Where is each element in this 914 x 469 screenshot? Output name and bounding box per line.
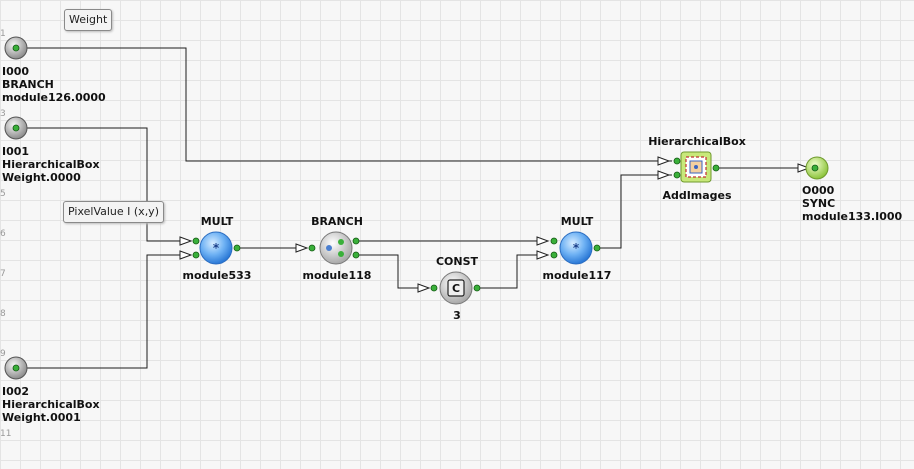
row-number: 7 (0, 269, 6, 279)
row-number: 6 (0, 229, 6, 239)
wire-const-to-mult2[interactable] (479, 254, 537, 289)
input-label-i000: I000 BRANCH module126.0000 (2, 65, 106, 104)
branch-icon (326, 245, 332, 251)
wire-branch-to-const[interactable] (358, 254, 418, 289)
input-arrow-hbox-a (657, 156, 671, 166)
module-value-label: 3 (453, 309, 461, 322)
module-type-label: HierarchicalBox (648, 135, 746, 148)
input-arrow-hbox-b (657, 170, 671, 180)
input-arrow-branch (295, 243, 309, 253)
input-node-i001[interactable] (4, 116, 28, 140)
comment-box-weight[interactable]: Weight (64, 9, 113, 31)
module-type-label: CONST (435, 255, 479, 268)
comment-text: PixelValue I (x,y) (68, 205, 159, 218)
wires (24, 47, 798, 369)
output-id: O000 (802, 184, 835, 197)
input-id: I000 (2, 65, 30, 78)
input-arrow-mult1-b (179, 250, 193, 260)
module-name-label: module118 (302, 269, 372, 282)
input-label-i001: I001 HierarchicalBox Weight.0000 (2, 145, 100, 184)
input-id: I001 (2, 145, 30, 158)
row-number: 11 (0, 429, 12, 439)
output-label-o000: O000 SYNC module133.I000 (802, 184, 902, 223)
wire-mult2-to-hbox[interactable] (598, 174, 672, 249)
input-ref: Weight.0001 (2, 411, 81, 424)
row-number: 3 (0, 109, 6, 119)
input-arrow-mult2-b (536, 250, 550, 260)
input-arrow-mult1-a (179, 236, 193, 246)
module-branch-118[interactable] (308, 231, 360, 265)
input-label-i002: I002 HierarchicalBox Weight.0001 (2, 385, 100, 424)
module-mult-117[interactable]: * (550, 231, 601, 265)
module-hierarchical-box[interactable] (673, 151, 720, 183)
input-type: BRANCH (2, 78, 54, 91)
multiply-icon: * (573, 241, 580, 255)
output-node-o000[interactable] (805, 156, 829, 180)
output-type: SYNC (802, 197, 836, 210)
row-number: 5 (0, 189, 6, 199)
input-ref: Weight.0000 (2, 171, 81, 184)
input-node-i002[interactable] (4, 356, 28, 380)
wire-i002-to-mult1[interactable] (24, 254, 180, 369)
input-ref: module126.0000 (2, 91, 106, 104)
wire-i000-to-hbox[interactable] (24, 47, 672, 162)
input-id: I002 (2, 385, 30, 398)
module-type-label: MULT (200, 215, 234, 228)
module-const[interactable]: C (430, 271, 481, 305)
module-name-label: module533 (182, 269, 252, 282)
constant-symbol: C (452, 282, 460, 295)
input-arrow-mult2-a (536, 236, 550, 246)
row-number: 1 (0, 29, 6, 39)
module-name-label: AddImages (662, 189, 732, 202)
output-ref: module133.I000 (802, 210, 903, 223)
input-arrows (179, 156, 811, 293)
input-type: HierarchicalBox (2, 398, 100, 411)
comment-text: Weight (69, 13, 108, 26)
wire-i001-to-mult1[interactable] (24, 127, 180, 242)
row-number: 9 (0, 349, 6, 359)
constant-icon (447, 279, 465, 297)
input-node-i000[interactable] (4, 36, 28, 60)
input-arrow-output (797, 163, 811, 173)
module-name-label: module117 (542, 269, 612, 282)
module-mult-533[interactable]: * (192, 231, 241, 265)
input-type: HierarchicalBox (2, 158, 100, 171)
module-type-label: BRANCH (311, 215, 363, 228)
module-type-label: MULT (560, 215, 594, 228)
comment-box-pixel-value[interactable]: PixelValue I (x,y) (63, 201, 164, 223)
multiply-icon: * (213, 241, 220, 255)
row-number: 8 (0, 309, 6, 319)
input-arrow-const (417, 283, 431, 293)
